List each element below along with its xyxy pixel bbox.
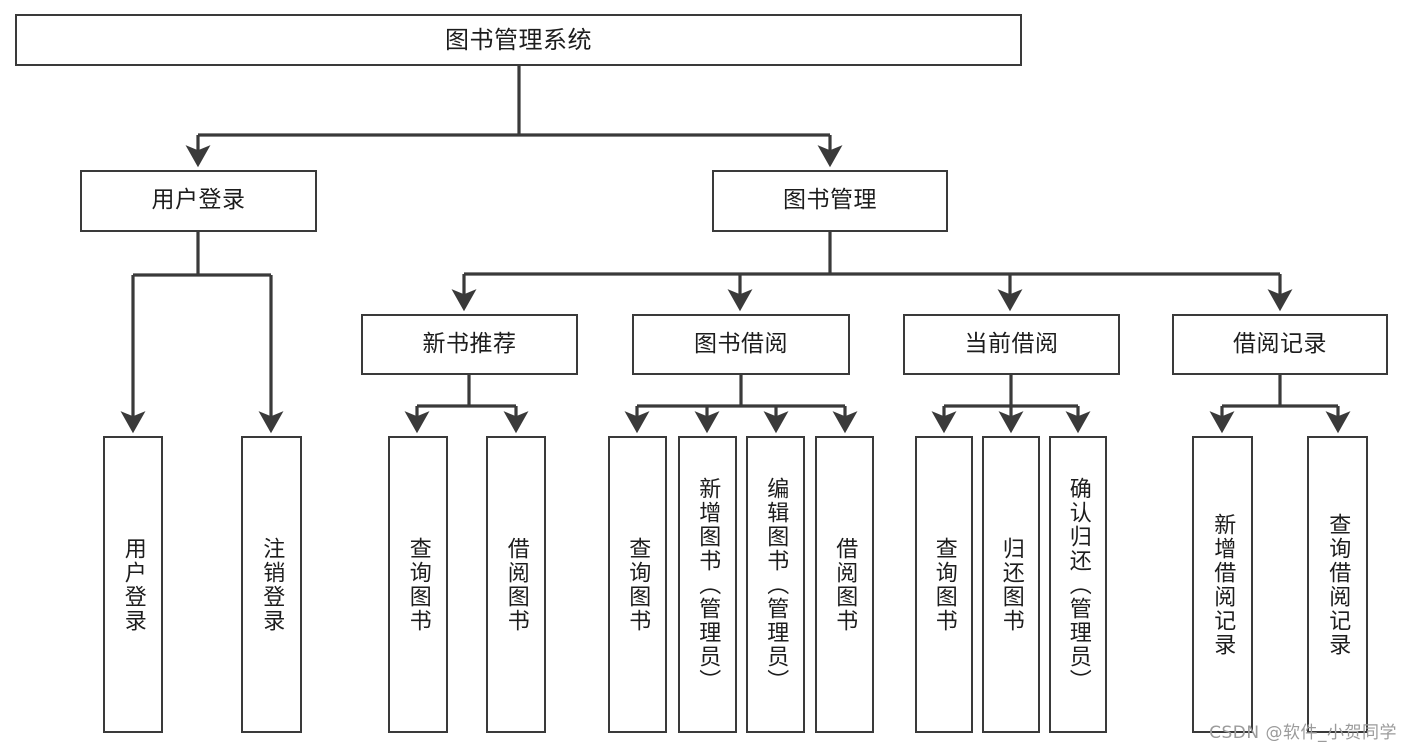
node-label: 查询图书 [625,536,651,633]
node-label: 借阅图书 [503,536,529,633]
node-leaf-return-book[interactable]: 归还图书 [982,436,1040,733]
node-label: 查询图书 [931,536,957,633]
node-label: 用户登录 [120,536,146,633]
node-label: 查询图书 [405,536,431,633]
node-label: 借阅记录 [1233,330,1327,357]
node-borrow-record[interactable]: 借阅记录 [1172,314,1388,375]
node-label: 借阅图书 [832,536,858,633]
node-label: 新书推荐 [422,330,517,357]
node-leaf-add-record[interactable]: 新增借阅记录 [1192,436,1253,733]
node-label: 注销登录 [259,536,285,633]
node-label: 编辑图书（管理员） [763,476,789,693]
node-label: 用户登录 [151,187,246,214]
node-leaf-borrow-book-2[interactable]: 借阅图书 [815,436,874,733]
node-label: 归还图书 [998,536,1024,633]
node-label: 图书管理系统 [445,25,592,54]
node-book-borrow[interactable]: 图书借阅 [632,314,850,375]
node-leaf-user-login[interactable]: 用户登录 [103,436,163,733]
node-label: 图书借阅 [694,330,788,357]
node-label: 当前借阅 [964,330,1059,357]
node-current-borrow[interactable]: 当前借阅 [903,314,1120,375]
node-new-book-recommend[interactable]: 新书推荐 [361,314,578,375]
node-label: 确认归还（管理员） [1065,476,1091,693]
node-root-system[interactable]: 图书管理系统 [15,14,1022,66]
node-leaf-borrow-book-1[interactable]: 借阅图书 [486,436,546,733]
node-leaf-query-book-2[interactable]: 查询图书 [608,436,667,733]
node-label: 新增借阅记录 [1210,512,1236,657]
watermark-text: CSDN @软件_小贺同学 [1209,723,1397,743]
node-leaf-add-book[interactable]: 新增图书（管理员） [678,436,737,733]
node-leaf-query-book-3[interactable]: 查询图书 [915,436,973,733]
node-label: 新增图书（管理员） [695,476,721,693]
node-user-login[interactable]: 用户登录 [80,170,317,232]
node-leaf-edit-book[interactable]: 编辑图书（管理员） [746,436,805,733]
node-book-manage[interactable]: 图书管理 [712,170,948,232]
node-leaf-query-record[interactable]: 查询借阅记录 [1307,436,1368,733]
node-label: 图书管理 [783,187,877,214]
node-leaf-query-book-1[interactable]: 查询图书 [388,436,448,733]
node-leaf-logout[interactable]: 注销登录 [241,436,302,733]
node-label: 查询借阅记录 [1325,512,1351,657]
node-leaf-confirm-return[interactable]: 确认归还（管理员） [1049,436,1107,733]
